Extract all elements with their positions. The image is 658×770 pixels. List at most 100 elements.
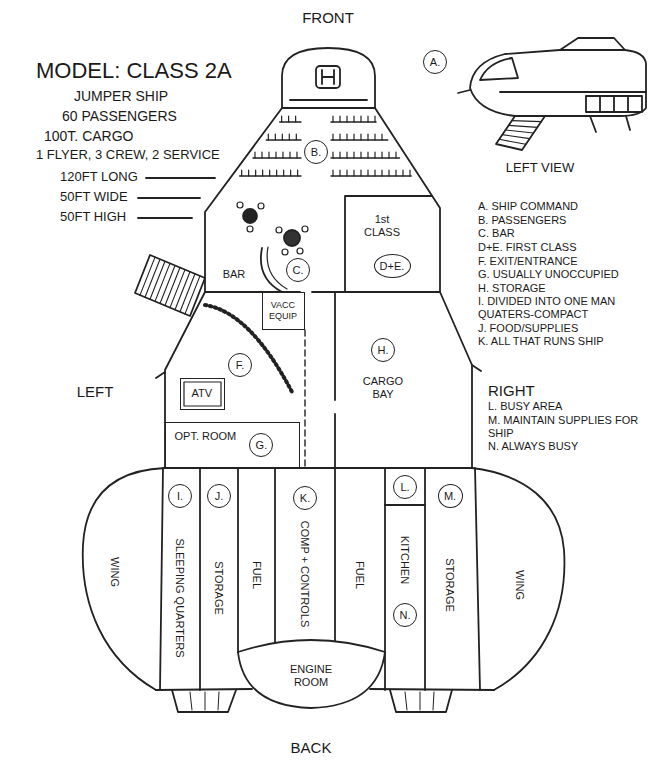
bar-counter — [261, 248, 282, 292]
compartment: KITCHENN. — [386, 506, 424, 688]
side-view-sketch — [458, 90, 470, 93]
callout-letter: H. — [378, 344, 389, 356]
seat-row — [280, 121, 301, 122]
dimension-dash — [138, 217, 192, 219]
seat-row — [296, 152, 297, 158]
seat-row — [360, 116, 361, 122]
seat-row — [282, 152, 283, 158]
room-label: STORAGE — [213, 561, 226, 615]
cockpit-console — [290, 66, 367, 100]
callout-circle: L. — [393, 475, 417, 499]
seat-row — [268, 152, 269, 158]
key-entry: J. FOOD/SUPPLIES — [478, 322, 654, 335]
callout-circle: K. — [293, 486, 317, 510]
view-label: LEFT VIEW — [506, 161, 574, 176]
compartment: SLEEPING QUARTERSI. — [161, 469, 199, 689]
callout-circle: G. — [249, 433, 273, 457]
bar-counter — [267, 247, 287, 289]
seat-row — [367, 152, 368, 158]
rear-wall — [160, 468, 163, 690]
callout-letter: L. — [400, 481, 409, 493]
room-label: VACC EQUIP — [264, 300, 302, 321]
callout-letter: C. — [293, 264, 304, 276]
bar-counter — [261, 247, 287, 292]
key-entry: D+E. FIRST CLASS — [478, 241, 654, 254]
rear-wall — [238, 652, 385, 708]
seat-row — [353, 152, 354, 158]
bar-furniture — [276, 227, 282, 233]
callout-letter: N. — [400, 609, 411, 621]
compartment: WING — [88, 470, 158, 688]
seat-row — [248, 170, 249, 176]
bar-furniture — [237, 202, 308, 255]
seat-row — [360, 134, 361, 140]
seat-row — [283, 170, 284, 176]
side-view-sketch — [590, 116, 630, 132]
seat-row — [281, 116, 282, 122]
seat-row — [288, 116, 289, 122]
seat-row — [346, 116, 347, 122]
key-entry: N. ALWAYS BUSY — [488, 440, 654, 453]
key-entry: H. STORAGE — [478, 282, 654, 295]
seat-row — [254, 152, 255, 158]
room-label: COMP + CONTROLS — [299, 521, 312, 627]
seat-row — [297, 170, 298, 176]
seat-row — [367, 116, 368, 122]
seat-row — [353, 170, 354, 176]
seat-row — [388, 170, 389, 176]
callout-circle: H. — [371, 338, 395, 362]
compartment: FUEL — [336, 469, 384, 639]
seat-row — [268, 134, 269, 140]
room-label: CARGO BAY — [357, 375, 409, 400]
seat-row — [402, 170, 403, 176]
compartment: WING — [478, 472, 558, 688]
callout-circle: C. — [286, 258, 310, 282]
compartment: STORAGE J. — [201, 469, 237, 689]
seat-row — [353, 116, 354, 122]
side-view-sketch — [500, 91, 646, 93]
key-entry: M. MAINTAIN SUPPLIES FOR SHIP — [488, 414, 654, 439]
dimension-label: 120FT LONG — [60, 170, 138, 185]
seat-row — [241, 170, 242, 176]
hull-outline — [375, 108, 472, 468]
callout-letter: A. — [430, 56, 440, 68]
seat-row — [374, 170, 375, 176]
corridor-line — [304, 330, 305, 468]
room-label: OPT. ROOM — [175, 430, 237, 443]
key-entry: K. ALL THAT RUNS SHIP — [478, 335, 654, 348]
interior-wall — [205, 291, 440, 293]
key-entry: G. USUALLY UNOCCUPIED — [478, 268, 654, 281]
direction-label: RIGHT — [488, 382, 654, 399]
model-title: MODEL: CLASS 2A — [36, 58, 232, 83]
side-view-sketch — [600, 96, 628, 112]
boarding-ramp — [135, 255, 205, 316]
seat-row — [240, 116, 412, 176]
cockpit-console — [322, 70, 334, 84]
callout-letter: B. — [311, 146, 321, 158]
ramp-rung — [506, 130, 534, 133]
seat-row — [332, 116, 333, 122]
seat-row — [290, 170, 291, 176]
callout-circle: J. — [207, 484, 231, 508]
side-view-sketch — [586, 96, 642, 112]
callout-circle: I. — [168, 484, 192, 508]
room-box: ATV — [180, 378, 225, 410]
room-label: 1st CLASS — [361, 213, 403, 238]
side-view-sketch — [496, 116, 545, 150]
room-label: WING — [109, 557, 122, 587]
callout-circle: M. — [438, 484, 463, 508]
ramp-rung — [509, 125, 538, 127]
spec-line: 1 FLYER, 3 CREW, 2 SERVICE — [36, 148, 220, 163]
side-view-sketch — [480, 58, 518, 80]
bar-furniture — [247, 226, 253, 232]
seat-row — [331, 175, 411, 176]
seat-row — [253, 157, 301, 158]
seat-row — [374, 152, 375, 158]
seat-row — [395, 170, 396, 176]
room-label: WING — [514, 570, 527, 600]
seat-row — [295, 116, 296, 122]
rear-wall — [160, 468, 480, 708]
seat-row — [296, 134, 297, 140]
compartment: STORAGEM. — [426, 469, 474, 689]
